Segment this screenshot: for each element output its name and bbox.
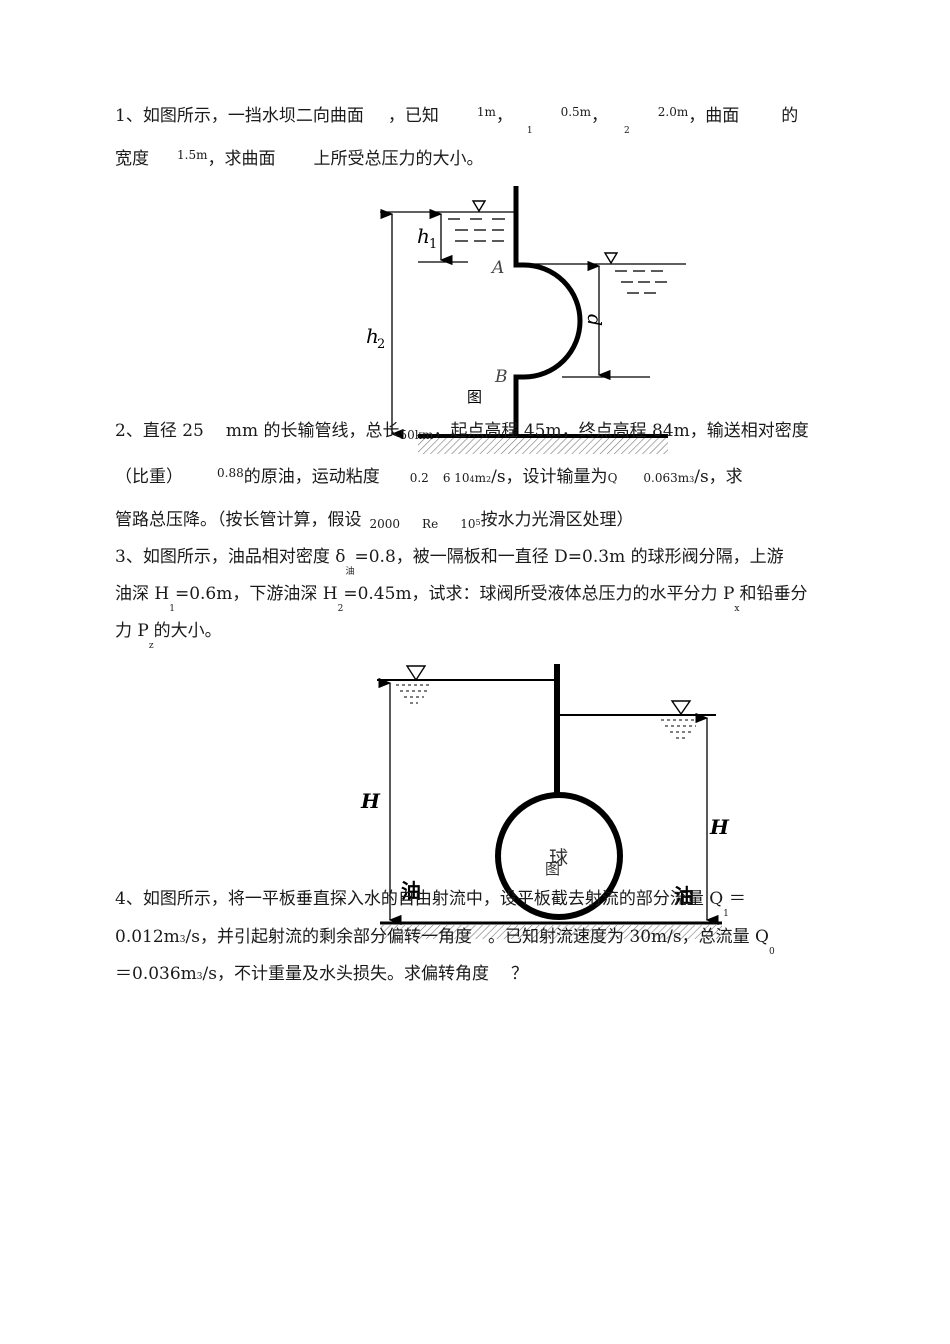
ball-valve [495,792,623,920]
q2-oil: 的原油，运动粘度 [243,467,380,487]
q2-assume: 管路总压降。（按长管计算，假设 [115,510,362,530]
label-A: A [490,258,504,278]
q4-ask: /s，不计重量及水头损失。求偏转角度 [202,964,489,984]
q3-H1-label: 油深 H [115,584,170,604]
q4-eq: ＝ [728,889,746,909]
label-oil-left: 油 [401,879,421,903]
q1-line-2: 宽度 1.5m，求曲面 上所受总压力的大小。 [115,148,484,170]
q3-H1-sub: 1 [169,604,175,614]
q1-de: 的 [781,106,799,126]
q2-visc-b: 6 10 [442,471,470,485]
q3-H2-sub: 2 [337,604,344,614]
q4-deflect: /s，并引起射流的剩余部分偏转一角度 [185,927,472,947]
ground-hatch-2 [380,925,722,939]
q1-h1-value: 0.5m [560,105,592,119]
q2-rest: ，起点高程 45m，终点高程 84m，输送相对密度 [433,421,809,441]
q3-tail: 和铅垂分 [739,584,808,604]
q4-line-3: ＝0.036m3/s，不计重量及水头损失。求偏转角度 ？ [115,964,528,987]
q2-visc-tail: /s，设计输量为 [491,467,608,487]
q2-visc-unit-exp: 2 [486,475,492,484]
q2-unit: mm 的长输管线，总长 [225,421,400,441]
q2-re-low: 2000 [369,517,401,531]
q3-line-1: 3、如图所示，油品相对密度 δ油=0.8，被一隔板和一直径 D=0.3m 的球形… [115,547,784,577]
q2-visc-a: 0.2 [409,471,429,485]
q2-line-2: （比重） 0.88的原油，运动粘度 0.2 6 104m2/s，设计输量为Q 0.063… [115,466,743,490]
q2-re-high: 10 [460,517,476,531]
q4-Q1-exp: 3 [179,935,186,945]
q1-curve: ，曲面 [688,106,740,126]
ground-hatch [418,438,668,454]
q2-visc-unit: m [474,471,487,485]
q2-Q-value: 0.063m [643,471,690,485]
q1-h-value: 1m [476,105,496,119]
q4-Q0-exp: 3 [196,972,203,982]
oil-level-icon [405,665,427,682]
q4-Q0-value: ＝0.036m [115,964,197,984]
label-h1-sub: 1 [429,237,437,252]
q3-lead: 3、如图所示，油品相对密度 δ [115,547,346,567]
q3-delta-sub: 油 [345,567,355,577]
q1-lead: 1、如图所示，一挡水坝二向曲面 [115,106,364,126]
q3-end: 的大小。 [153,621,222,641]
q4-line-2: 0.012m3/s，并引起射流的剩余部分偏转一角度。已知射流速度为 30m/s，… [115,927,775,957]
figure-2-caption: 图 [545,860,560,878]
q3-Pz-sub: z [148,641,154,651]
label-oil-right: 油 [674,884,694,908]
label-h2: h [366,324,379,348]
q2-length: 50km [399,428,434,442]
label-ball: 球 [549,847,568,869]
q1-ask: 上所受总压力的大小。 [313,149,484,169]
q2-tail: 按水力光滑区处理） [480,510,634,530]
q2-line-3: 管路总压降。（按长管计算，假设 2000 Re 105按水力光滑区处理） [115,510,634,533]
q3-Px-sub: x [734,604,740,614]
q2-density: 0.88 [217,466,244,480]
q3-rest: =0.8，被一隔板和一直径 D=0.3m 的球形阀分隔，上游 [354,547,784,567]
q1-h2-sub: 2 [624,126,630,136]
oil-level-icon [670,700,692,716]
q2-line-1: 2、直径 25 mm 的长输管线，总长50km，起点高程 45m，终点高程 84m… [115,421,809,442]
q2-Q: Q [607,471,618,485]
q1-h1-sub: 1 [526,126,533,136]
q1-sep: ， [495,106,513,126]
label-h2-sub: 2 [377,337,385,352]
q4-velocity: 。已知射流速度为 30m/s，总流量 Q [487,927,769,947]
label-H-right: H [709,815,730,839]
q4-Q0-sub: 0 [768,947,775,957]
q4-Q1-sub: 1 [723,909,729,919]
q3-Px-label: =0.45m，试求：球阀所受液体总压力的水平分力 P [343,584,735,604]
q1-known: ，已知 [387,106,439,126]
q4-question-mark: ？ [510,964,528,984]
q3-H2-label: =0.6m，下游油深 H [174,584,338,604]
q2-Q-tail: /s，求 [694,467,743,487]
q1-h2-value: 2.0m [657,105,689,119]
q3-line-2: 油深 H1=0.6m，下游油深 H2=0.45m，试求：球阀所受液体总压力的水平… [115,584,808,614]
dam-wall [513,186,583,437]
q1-width-value: 1.5m [177,148,208,162]
water-level-icon [471,200,487,213]
q3-line-3: 力 Pz的大小。 [115,621,222,651]
q2-Q-exp: 3 [689,475,695,484]
figure-1-caption: 图 [467,388,482,406]
q2-re-exp: 5 [475,518,481,527]
q4-lead: 4、如图所示，将一平板垂直探入水的自由射流中，设平板截去射流的部分流量 Q [115,889,724,909]
label-B: B [494,367,508,387]
q2-lead: 2、直径 25 [115,421,204,441]
q1-rest: ，求曲面 [207,149,276,169]
q4-line-1: 4、如图所示，将一平板垂直探入水的自由射流中，设平板截去射流的部分流量 Q1＝ [115,889,746,919]
label-d: d [583,314,605,326]
q2-visc-exp: 4 [469,475,475,484]
q2-bz: （比重） [115,467,183,487]
label-h1: h [417,224,430,248]
q4-Q1-value: 0.012m [115,927,180,947]
q1-width-label: 宽度 [115,149,149,169]
q2-re: Re [422,517,439,531]
q3-Pz-label: 力 P [115,621,149,641]
q1-sep: ， [591,106,609,126]
label-H-left: H [360,789,381,813]
water-level-icon [603,252,619,265]
